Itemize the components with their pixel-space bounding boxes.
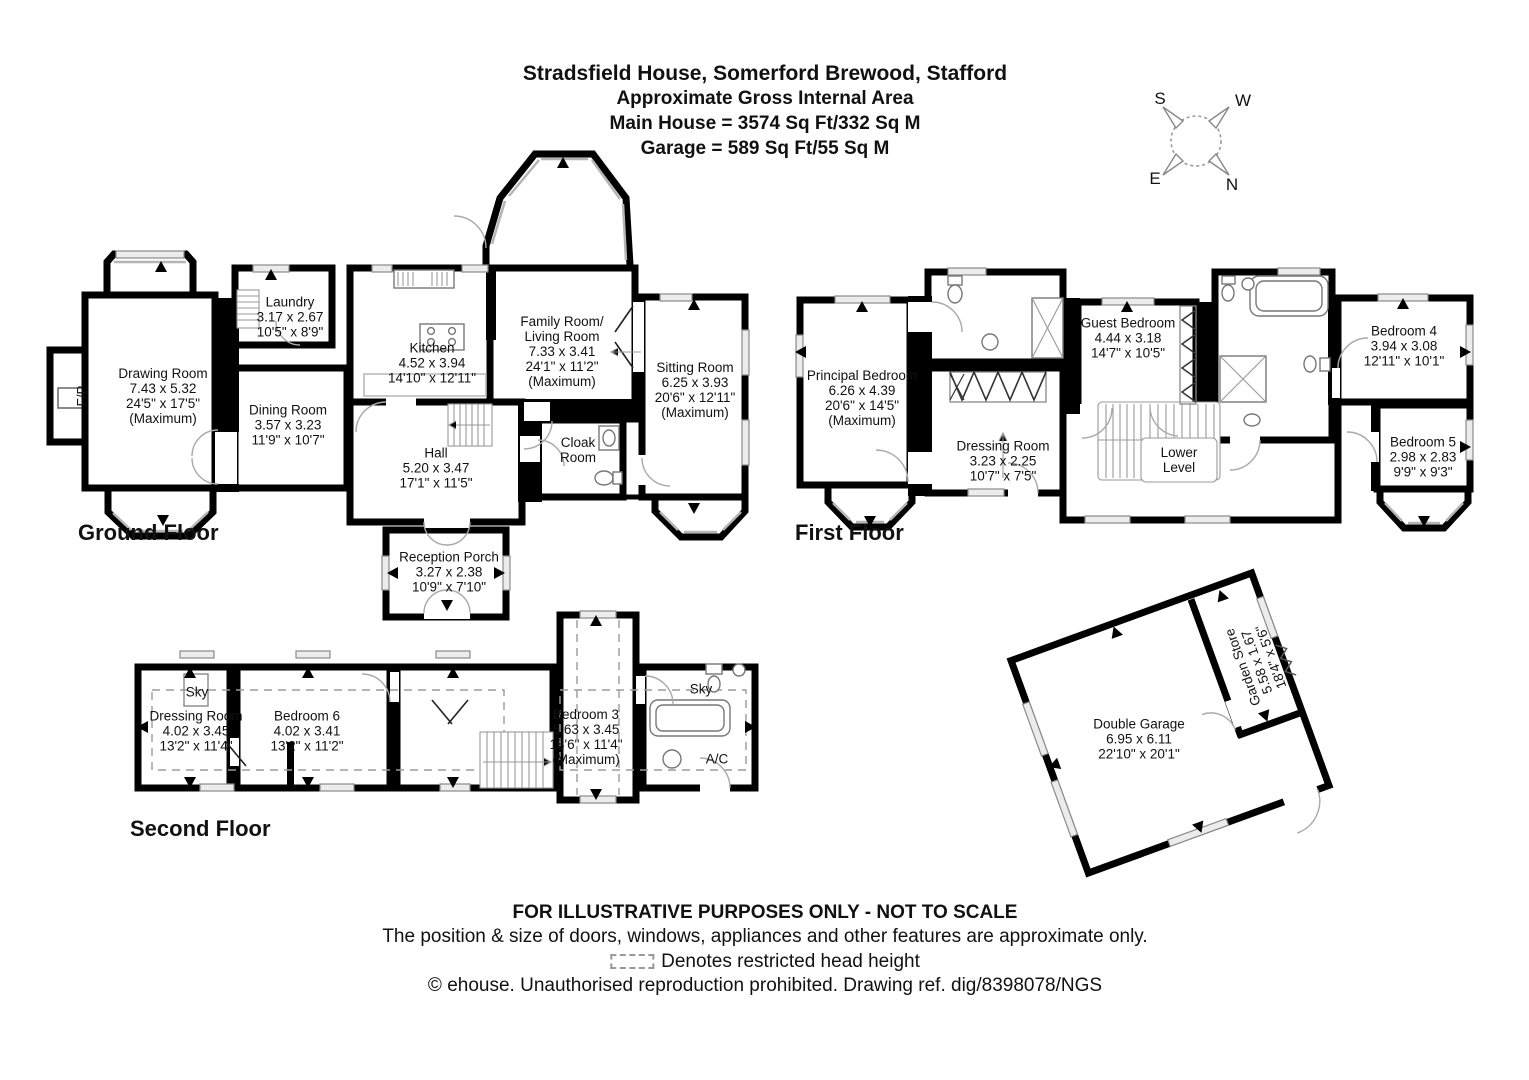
windows (795, 267, 1474, 524)
label-kitchen: Kitchen 4.52 x 3.94 14'10" x 12'11" (387, 340, 477, 386)
kitchen-appliances-icon (363, 269, 487, 397)
door-arcs (875, 301, 1378, 494)
door-arcs (1201, 712, 1321, 834)
stairs-icon (236, 289, 493, 447)
label-dressing-room-first: Dressing Room 3.23 x 2.25 10'7" x 7'5" (956, 438, 1050, 484)
footer-disclaimer-bold: FOR ILLUSTRATIVE PURPOSES ONLY - NOT TO … (512, 902, 1018, 923)
page-title: Stradsfield House, Somerford Brewood, St… (523, 60, 1007, 161)
direction-arrows (137, 615, 756, 800)
second-floor-plan (134, 610, 759, 804)
first-floor-label: First Floor (795, 520, 904, 545)
label-cloak-room: Cloak Room (559, 434, 597, 465)
compass-letter-s: S (1154, 89, 1166, 108)
label-dining-room: Dining Room 3.57 x 3.23 11'9" x 10'7" (248, 402, 328, 448)
title-area-heading: Approximate Gross Internal Area (616, 88, 914, 110)
compass-letter-e: E (1149, 169, 1161, 188)
door-arcs (225, 673, 731, 789)
label-bedroom-3: Bedroom 3 5.63 x 3.45 18'6" x 11'4" (Max… (549, 706, 623, 768)
squiggle-open-edge (1275, 644, 1297, 676)
label-drawing-room: Drawing Room 7.43 x 5.32 24'5" x 17'5" (… (118, 365, 208, 427)
footer-copyright: © ehouse. Unauthorised reproduction proh… (427, 974, 1103, 996)
title-garage-area: Garage = 589 Sq Ft/55 Sq M (640, 137, 890, 159)
bathroom-fixtures-icon (649, 663, 746, 769)
label-laundry: Laundry 3.17 x 2.67 10'5" x 8'9" (256, 294, 324, 340)
compass-letter-w: W (1234, 91, 1252, 110)
label-family-room: Family Room/ Living Room 7.33 x 3.41 24'… (520, 314, 604, 390)
label-hall: Hall 5.20 x 3.47 17'1" x 11'5" (399, 445, 473, 491)
label-sitting-room: Sitting Room 6.25 x 3.93 20'6" x 12'11" … (654, 359, 736, 421)
label-ac: A/C (705, 751, 729, 767)
label-fireplace: F/P (74, 385, 90, 407)
garage-plan (1006, 568, 1334, 878)
title-address: Stradsfield House, Somerford Brewood, St… (522, 62, 1008, 85)
direction-arrows (795, 298, 1471, 527)
second-floor-label: Second Floor (130, 816, 271, 841)
label-sky-right: Sky (689, 681, 713, 697)
stairs-icon (479, 731, 554, 789)
label-reception-porch: Reception Porch 3.27 x 2.38 10'9" x 7'10… (399, 549, 499, 595)
direction-arrows (1048, 590, 1270, 833)
direction-arrows (155, 157, 700, 611)
bathroom-fixtures-icon (947, 275, 1331, 427)
ground-floor-plan (46, 150, 750, 621)
label-sky-left: Sky (185, 684, 209, 700)
label-double-garage: Double Garage 6.95 x 6.11 22'10" x 20'1" (1093, 716, 1185, 762)
ground-floor-label: Ground Floor (78, 520, 219, 545)
label-bedroom-5: Bedroom 5 2.98 x 2.83 9'9" x 9'3" (1389, 434, 1457, 480)
windows (1021, 595, 1279, 848)
windows (179, 610, 617, 804)
toilet-icon (594, 425, 623, 486)
label-lower-level: Lower Level (1160, 444, 1198, 475)
skylight-icon (183, 673, 209, 707)
door-arcs (191, 215, 671, 614)
label-dressing-room-second: Dressing Room 4.02 x 3.45 13'2" x 11'4" (149, 708, 243, 754)
footer: FOR ILLUSTRATIVE PURPOSES ONLY - NOT TO … (382, 901, 1147, 998)
stairs-icon (1097, 401, 1221, 483)
wardrobe-icon (949, 305, 1197, 478)
restricted-head-height-icon (610, 954, 655, 970)
compass-icon (1162, 106, 1230, 176)
label-guest-bedroom: Guest Bedroom 4.44 x 3.18 14'7" x 10'5" (1080, 315, 1176, 361)
footer-head-height-note: Denotes restricted head height (382, 950, 1147, 974)
title-main-house-area: Main House = 3574 Sq Ft/332 Sq M (609, 112, 921, 134)
label-principal-bedroom: Principal Bedroom 6.26 x 4.39 20'6" x 14… (806, 367, 918, 429)
label-bedroom-6: Bedroom 6 4.02 x 3.41 13'2" x 11'2" (270, 708, 344, 754)
windows (115, 250, 750, 591)
label-bedroom-4: Bedroom 4 3.94 x 3.08 12'11" x 10'1" (1363, 323, 1445, 369)
first-floor-plan (795, 267, 1474, 532)
compass-letter-n: N (1225, 175, 1239, 194)
footer-approximate-note: The position & size of doors, windows, a… (382, 926, 1148, 948)
